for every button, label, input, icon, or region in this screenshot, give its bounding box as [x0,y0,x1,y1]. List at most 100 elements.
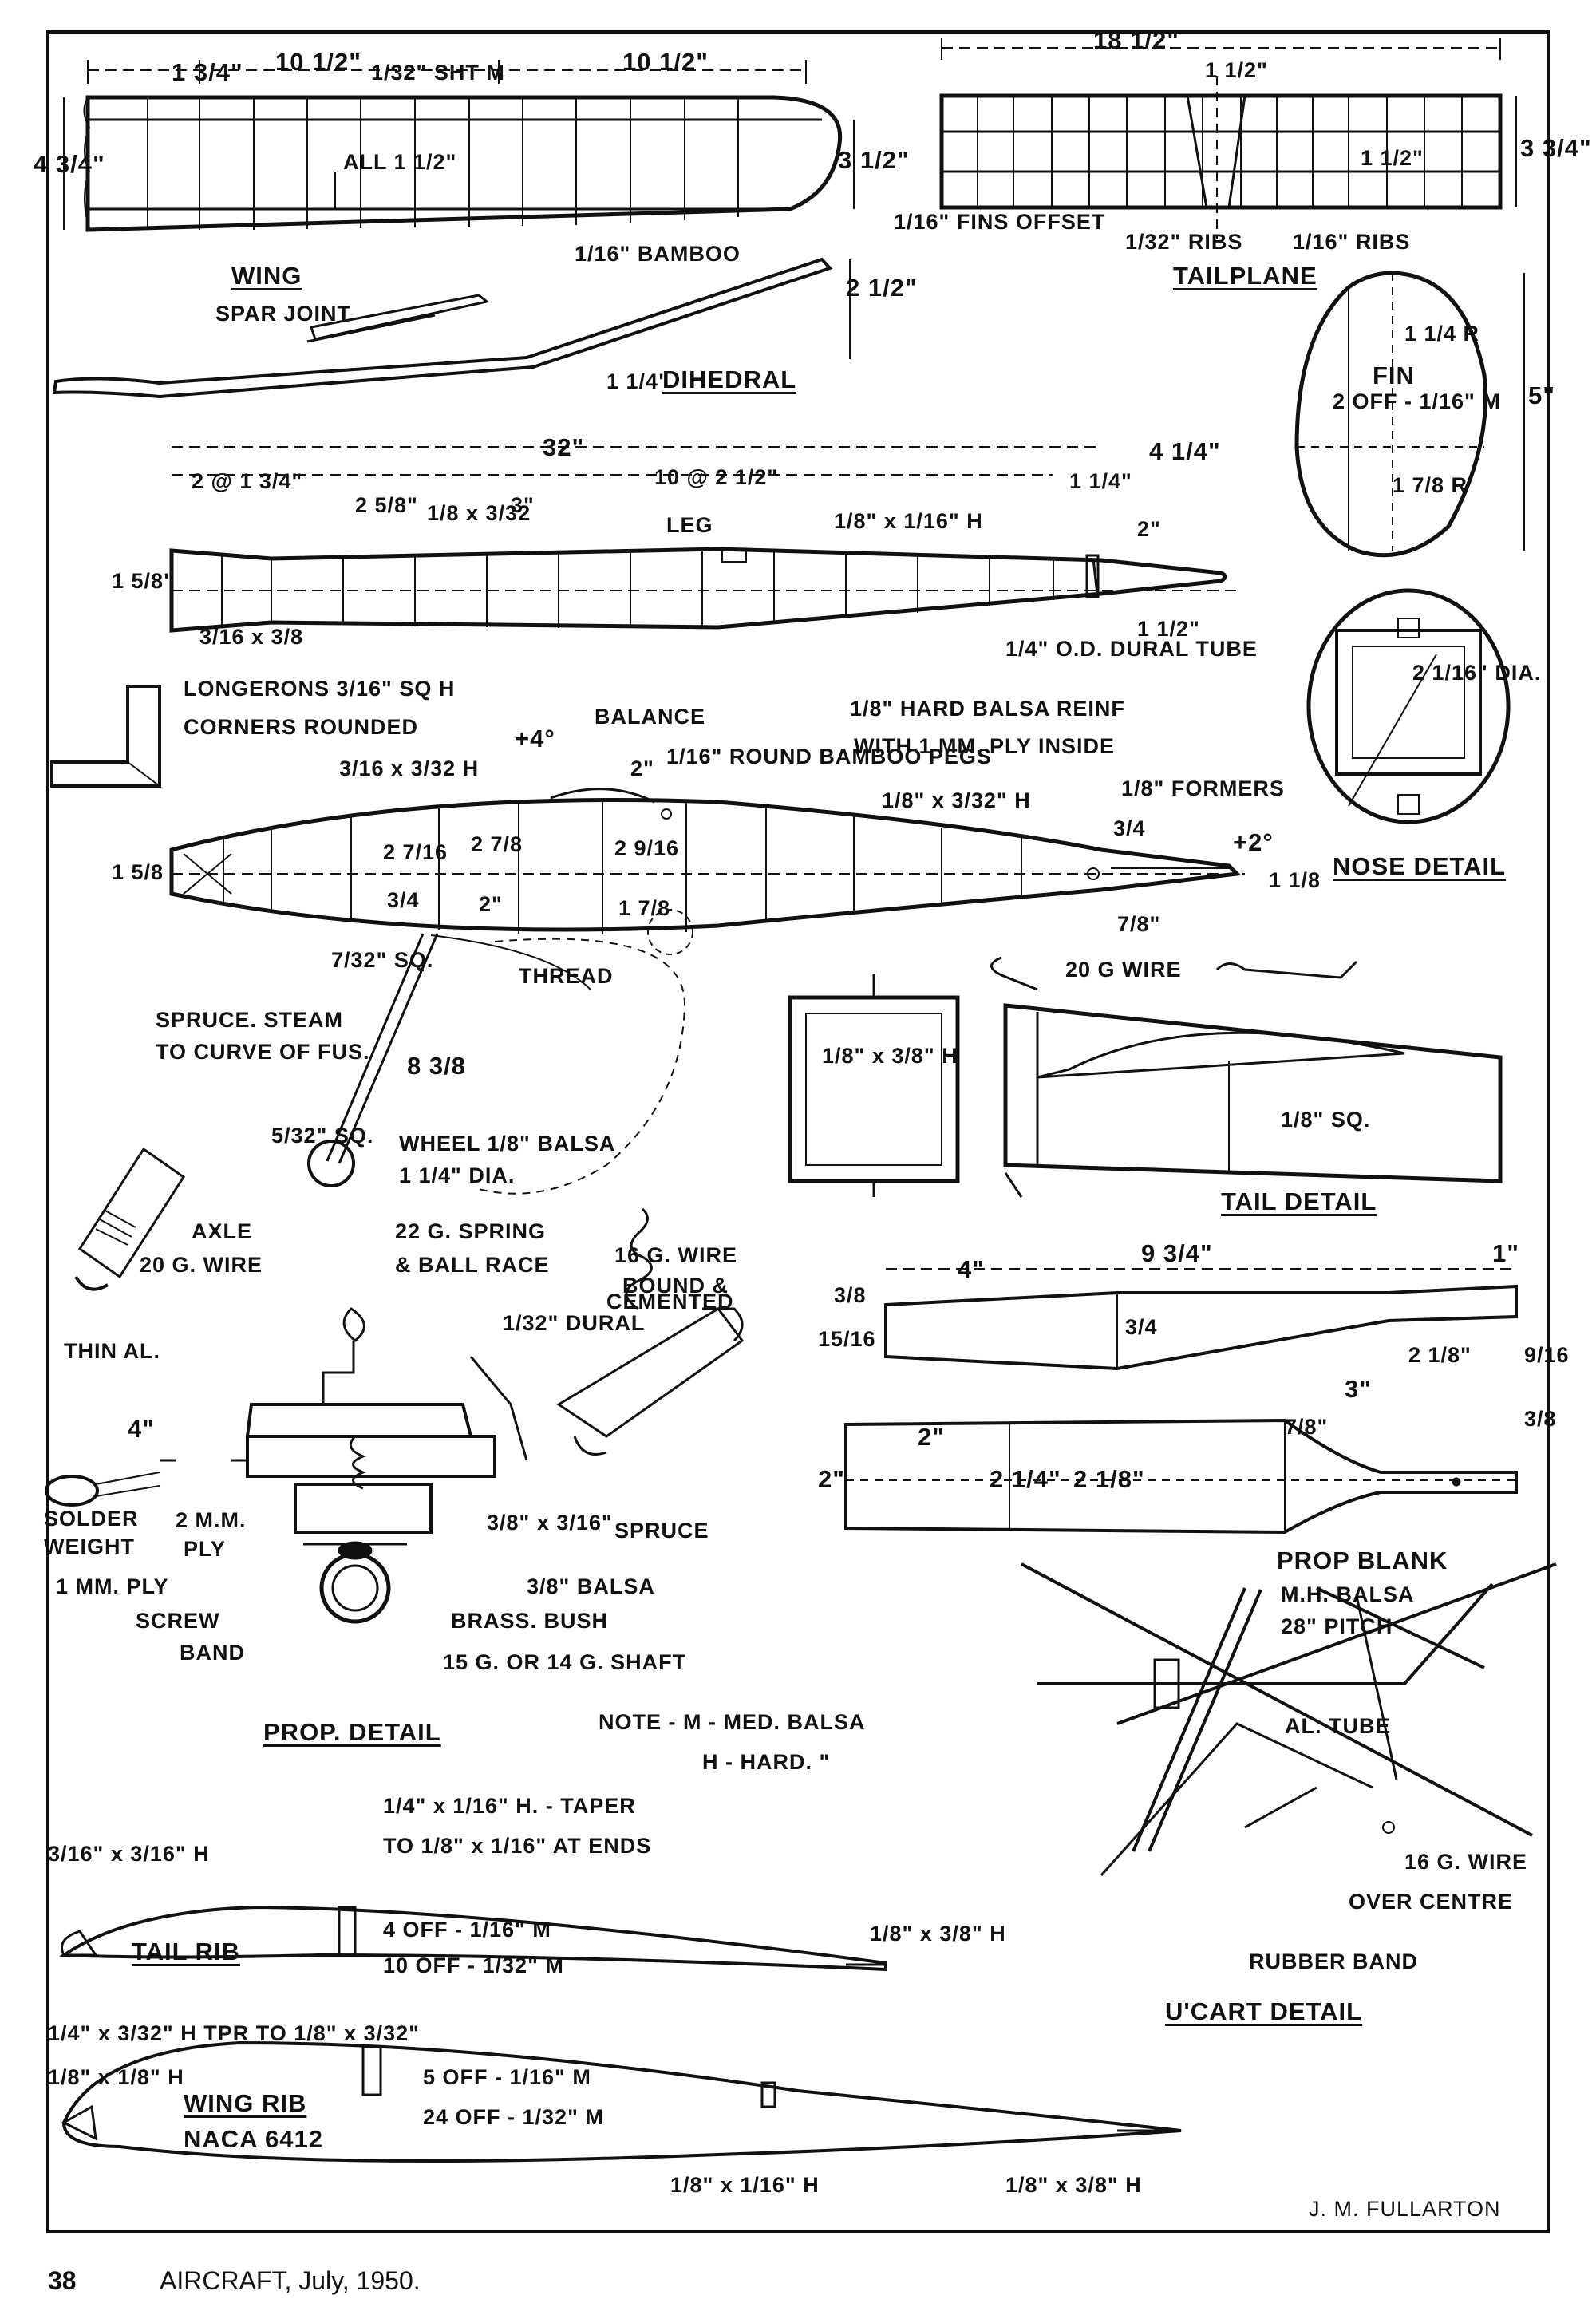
pb-dim-6: 3/4 [1125,1315,1158,1339]
wing-title: WING [231,262,302,290]
longeron-h: 1/8" x 1/16" H [834,509,983,533]
with-ply: WITH 1 MM. PLY INSIDE [854,734,1116,758]
pb-dim-15: 2 1/8" [1073,1465,1145,1493]
fus-dim-6: 3" [511,493,535,517]
ribs-32: 1/32" RIBS [1125,230,1243,254]
screw-2: BAND [180,1641,245,1665]
spruce-label-1: SPRUCE. STEAM [156,1008,344,1032]
fus-dim-3: 4 1/4" [1149,437,1221,465]
prop-balsa: 3/8" BALSA [527,1574,655,1598]
tail-rib-title: TAIL RIB [132,1938,241,1965]
solder-1: SOLDER [44,1507,139,1531]
fin-r1: 1 1/4 R [1404,322,1480,346]
dural-tube: 1/4" O.D. DURAL TUBE [1005,637,1258,661]
fuselage-side-view [169,788,1245,1195]
wing-rib [61,2040,1182,2163]
hard-balsa: 1/8" HARD BALSA REINF [850,697,1125,721]
solder-2: WEIGHT [44,1535,135,1558]
side-dim-2: 2" [630,757,654,780]
fin-height: 5" [1528,381,1555,409]
shaft: 15 G. OR 14 G. SHAFT [443,1650,687,1674]
fin-off: 2 OFF - 1/16" M [1333,389,1501,413]
fus-dim-1: 2 @ 1 3/4" [192,469,303,493]
side-dim-10: 1 1/8 [1269,868,1321,892]
side-dim-6: 3/4 [387,888,420,912]
pb-dim-2: 4" [958,1255,985,1283]
drawing-frame [46,30,1550,2233]
note-line-2: H - HARD. " [702,1750,831,1774]
fus-dim-8: 2" [1137,517,1161,541]
dihedral-view [52,257,851,399]
brass-bush: BRASS. BUSH [451,1609,609,1633]
prop-detail-title: PROP. DETAIL [263,1718,441,1746]
spring-1: 22 G. SPRING [395,1219,547,1243]
fus-dim-4: 2 5/8" [355,493,418,517]
tailplane-dim-2: 1 1/2" [1361,146,1424,170]
fus-length: 32" [543,433,585,461]
spring-icon [625,1207,653,1310]
nose-detail [1306,588,1511,824]
wing-bamboo: 1/16" BAMBOO [575,242,741,266]
tail-rib-spar-2: TO 1/8" x 1/16" AT ENDS [383,1834,652,1858]
leg-sq: 7/32" SQ. [331,948,434,972]
tail-sq: 1/8" SQ. [1281,1108,1371,1132]
pb-dim-12: 3/8 [1524,1407,1557,1431]
pb-dim-10: 2" [918,1423,945,1451]
wing-plan [63,60,855,232]
tail-rib-te: 1/8" x 3/8" H [870,1922,1006,1946]
fus-dim-2: 10 @ 2 1/2" [654,465,779,489]
pb-dim-13: 2" [818,1465,845,1493]
dihedral-title: DIHEDRAL [662,365,797,393]
fus-dim-10: 3/16 x 3/8 [200,625,304,649]
screw-1: SCREW [136,1609,220,1633]
mm2-b: PLY [184,1537,227,1561]
side-dim-3: 2 7/16 [383,840,448,864]
ucart-detail [1021,1562,1557,1877]
prop-blank [844,1268,1518,1535]
tailplane-chord: 3 3/4" [1520,134,1592,162]
leg-label: LEG [666,513,713,537]
ucart-wire: 16 G. WIRE [1404,1850,1528,1874]
corners-label: CORNERS ROUNDED [184,715,419,739]
spruce-label-2: TO CURVE OF FUS. [156,1040,370,1064]
al-tube: AL. TUBE [1285,1714,1391,1738]
wire-2: BOUND & [622,1274,729,1298]
side-dim-5: 2 9/16 [614,836,680,860]
prop-blank-pitch: 28" PITCH [1281,1614,1393,1638]
prop-detail [45,1307,745,1624]
ucart-title: U'CART DETAIL [1165,1997,1363,2025]
side-dim-1: 3/16 x 3/32 H [339,757,480,780]
plus4: +4° [515,725,555,753]
source-line: AIRCRAFT, July, 1950. [160,2266,421,2295]
spar-joint-label: SPAR JOINT [215,302,352,326]
wing-tip-chord: 3 1/2" [838,146,910,174]
dihedral-dim-2: 1 1/4" [606,369,670,393]
dural-label: 1/32" DURAL [503,1311,646,1335]
fus-dim-7: 1 1/4" [1069,469,1132,493]
pb-dim-7: 2 1/8" [1408,1343,1472,1367]
page-number: 38 [48,2266,77,2295]
spring-2: & BALL RACE [395,1253,550,1277]
wing-rib-le: 1/8" x 1/8" H [48,2065,184,2089]
pb-dim-3: 1" [1492,1239,1519,1267]
fus-dim-9: 1 5/8" [112,569,175,593]
prop-spruce: SPRUCE [614,1519,709,1543]
side-dim-4: 2 7/8 [471,832,523,856]
fuselage-top-view [169,446,1237,633]
tail-title: TAIL DETAIL [1221,1187,1377,1215]
pb-dim-1: 9 3/4" [1141,1239,1213,1267]
prop-size: 3/8" x 3/16" [487,1511,613,1535]
plus2: +2° [1233,828,1274,856]
tail-detail [788,956,1503,1198]
pb-dim-9: 3" [1345,1375,1372,1403]
fin-title: FIN [1373,361,1415,389]
wheel-label-2: 1 1/4" DIA. [399,1163,516,1187]
prop-blank-mat: M.H. BALSA [1281,1582,1415,1606]
wing-rib-off-2: 24 OFF - 1/32" M [423,2105,604,2129]
wing-rib-title: WING RIB [184,2089,307,2117]
wing-rib-spar-2: 1/8" x 1/16" H [670,2173,820,2197]
prop-blank-title: PROP BLANK [1277,1547,1448,1574]
tail-rib-le: 3/16" x 3/16" H [48,1842,210,1866]
pb-dim-4: 3/8 [834,1283,867,1307]
